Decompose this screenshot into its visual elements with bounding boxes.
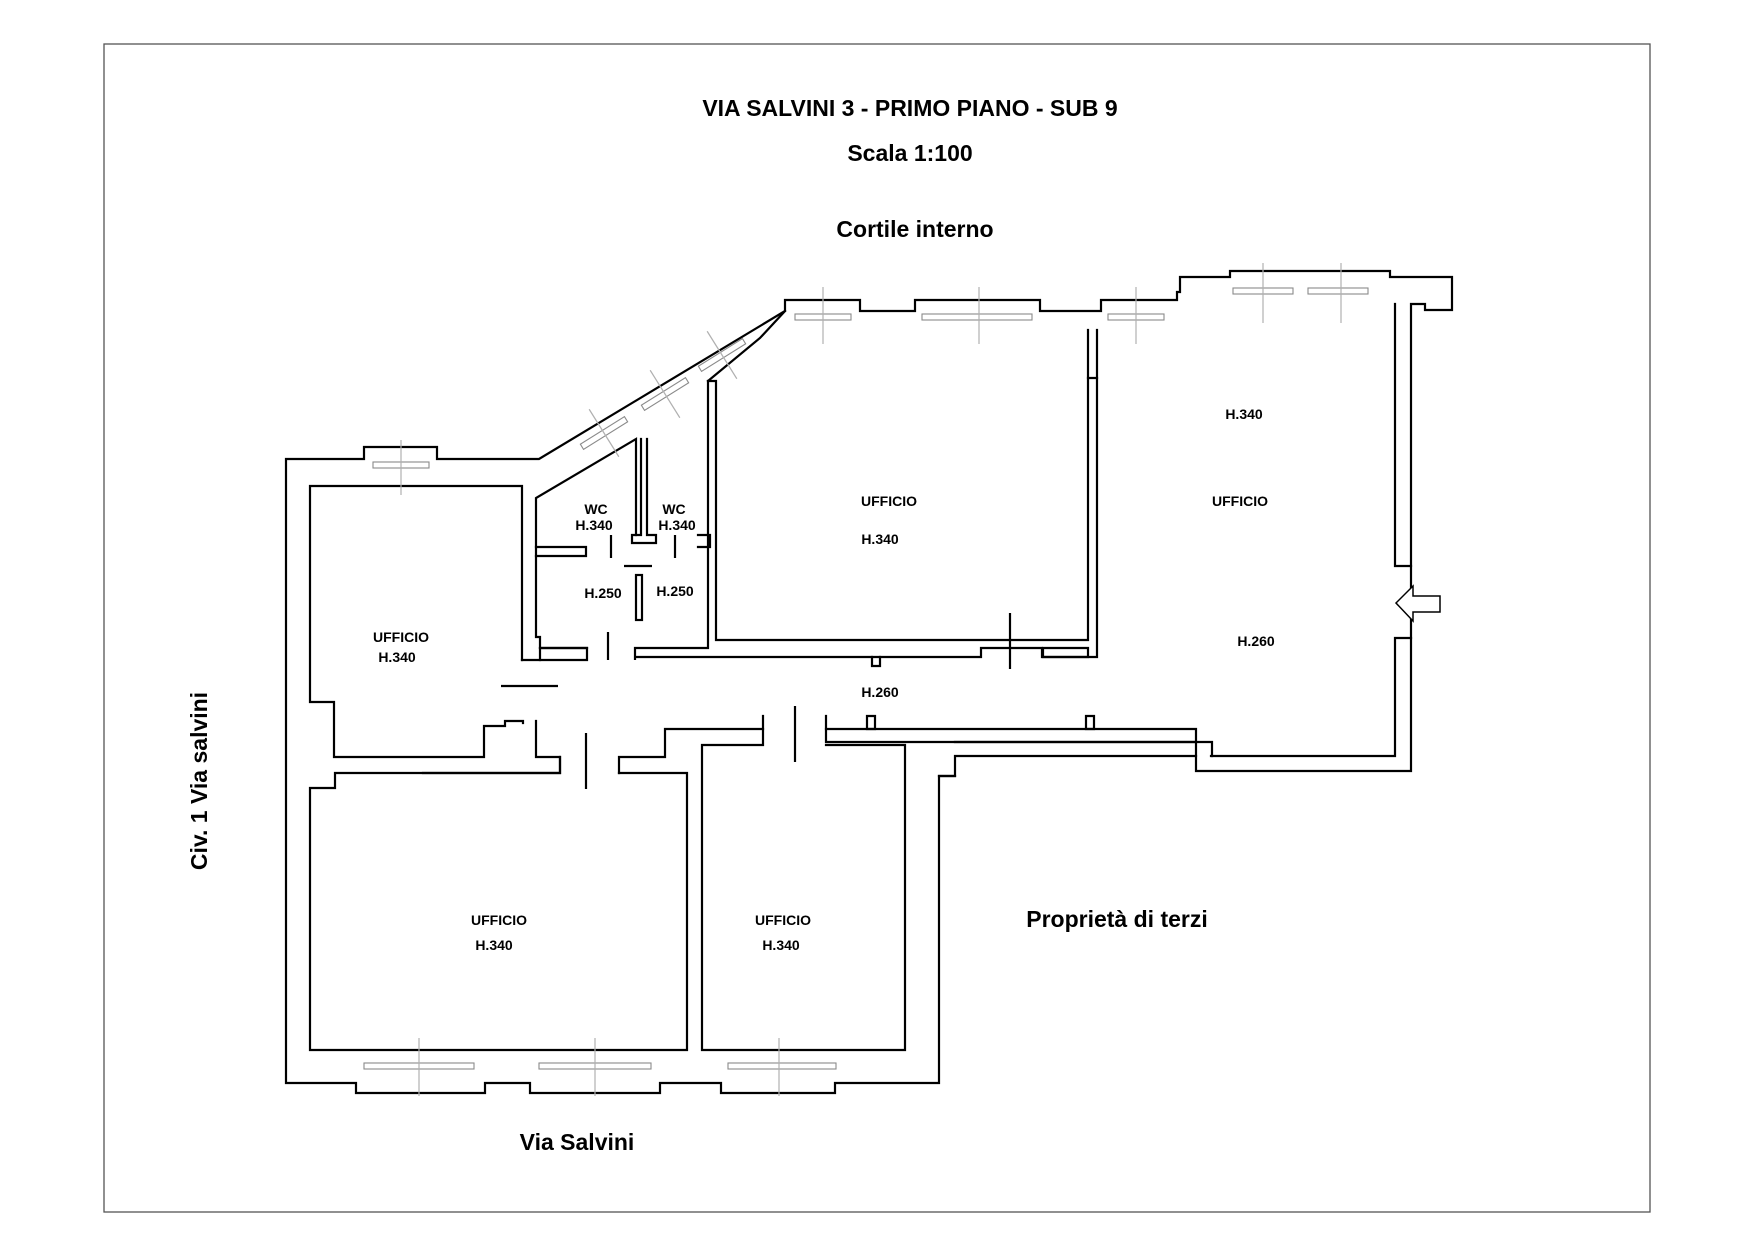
room-name-wc-right: WC xyxy=(662,501,685,517)
room-height-north-office: H.340 xyxy=(861,531,899,547)
west-office-wall xyxy=(308,484,525,759)
room-height-east-office-top: H.340 xyxy=(1225,406,1263,422)
wc-divider xyxy=(630,437,658,545)
room-height-east-office-bottom: H.260 xyxy=(1237,633,1275,649)
corridor-south-wall-inner xyxy=(824,727,1198,744)
room-name-west-office: UFFICIO xyxy=(373,629,429,645)
room-height-west-office: H.340 xyxy=(378,649,416,665)
wc-bottom-left xyxy=(538,646,589,662)
sw-office-door-jamb xyxy=(617,714,765,775)
room-name-sw-office: UFFICIO xyxy=(471,912,527,928)
label-via-salvini: Via Salvini xyxy=(520,1129,635,1155)
west-corridor-notch xyxy=(421,719,562,775)
door-wc-sliding-panel xyxy=(634,573,644,622)
label-proprieta-di-terzi: Proprietà di terzi xyxy=(1026,906,1207,932)
corridor-north-wall xyxy=(633,376,1099,660)
wc-right-wall xyxy=(696,533,712,549)
room-height-sw-office: H.340 xyxy=(475,937,513,953)
east-office-north-jamb xyxy=(1393,302,1413,568)
corridor-pillar-1 xyxy=(865,714,877,731)
east-office-south-wall xyxy=(1209,636,1413,758)
plan-scale: Scala 1:100 xyxy=(847,140,972,166)
room-name-north-office: UFFICIO xyxy=(861,493,917,509)
se-boundary-wall xyxy=(937,740,1214,778)
sheet-frame xyxy=(103,43,1651,1213)
room-height-south-office: H.340 xyxy=(762,937,800,953)
room-height-wc-left: H.340 xyxy=(575,517,613,533)
wc-left-wall xyxy=(534,545,588,558)
corridor-south-wall xyxy=(824,714,1198,758)
room-name-wc-left: WC xyxy=(584,501,607,517)
west-office-corner xyxy=(520,646,589,662)
windows xyxy=(363,263,1369,1096)
south-office-wall xyxy=(700,727,907,1052)
corridor-pillar-2 xyxy=(1084,714,1096,731)
label-civ-1-via-salvini: Civ. 1 Via salvini xyxy=(186,692,212,870)
room-height-antibagno-left: H.250 xyxy=(584,585,622,601)
east-office-divider xyxy=(1041,646,1090,659)
room-height-wc-right: H.340 xyxy=(658,517,696,533)
corridor-pillar xyxy=(870,655,882,668)
outer-wall xyxy=(284,269,1454,1095)
room-height-antibagno-right: H.250 xyxy=(656,583,694,599)
left-arrow-icon xyxy=(1394,584,1441,623)
wc-block-wall xyxy=(534,437,638,549)
sw-office-top-wall xyxy=(308,755,689,1052)
plan-title: VIA SALVINI 3 - PRIMO PIANO - SUB 9 xyxy=(702,95,1117,121)
north-office-west-wall xyxy=(706,309,787,383)
label-cortile-interno: Cortile interno xyxy=(836,216,993,242)
room-name-south-office: UFFICIO xyxy=(755,912,811,928)
room-height-corridor: H.260 xyxy=(861,684,899,700)
east-office-west-wall xyxy=(1086,328,1099,380)
room-name-east-office: UFFICIO xyxy=(1212,493,1268,509)
wc-bottom-wall xyxy=(534,554,542,650)
